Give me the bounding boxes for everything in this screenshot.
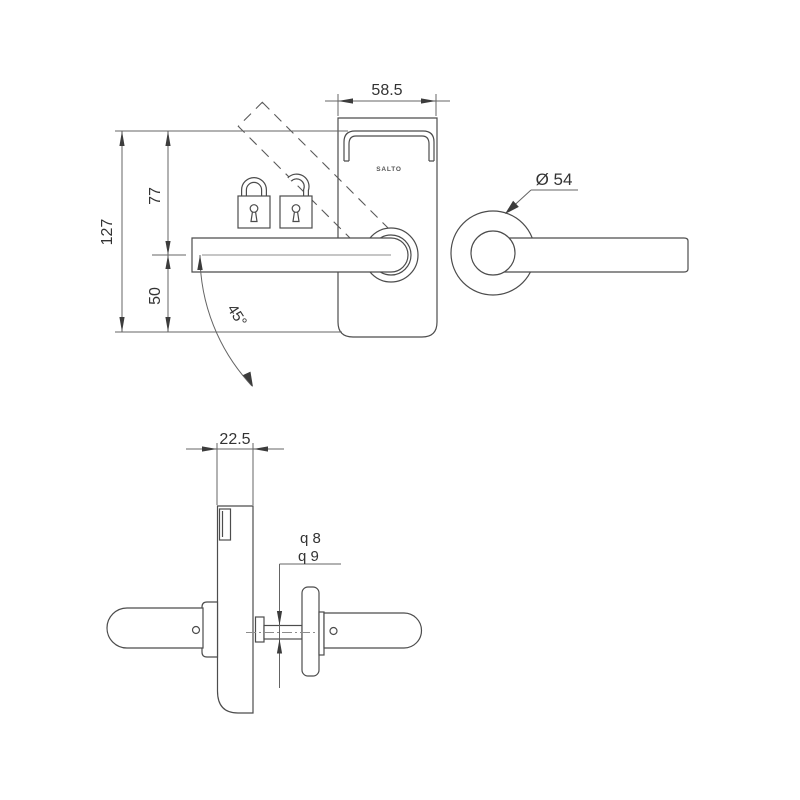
profile-view: 22.5 q 8 q 9 (106, 431, 423, 714)
dim-127-label: 127 (99, 219, 116, 246)
locked-padlock-icon (237, 177, 271, 229)
spindle-adapter (254, 616, 265, 643)
right-lever-neck (318, 611, 325, 656)
brand-logo-text: SALTO (376, 166, 401, 173)
left-screw-hole (191, 625, 201, 635)
width-dimension: 58.5 (325, 82, 450, 116)
right-screw-hole (329, 626, 338, 636)
dim-22-5-label: 22.5 (219, 431, 250, 448)
height-dimensions: 127 77 50 (99, 130, 348, 333)
top-clip-outline (343, 130, 435, 162)
body-side-profile (216, 505, 254, 714)
rose-inner-circle (470, 230, 516, 276)
rose-diameter-dimension: Ø 54 (505, 170, 578, 214)
dim-diameter-label: Ø 54 (536, 170, 573, 189)
spindle-dimension: q 8 q 9 (276, 530, 341, 688)
thickness-dimension: 22.5 (186, 431, 284, 505)
front-view: SALTO 45° (99, 82, 450, 387)
right-rose-profile (301, 586, 320, 677)
dim-77-label: 77 (147, 187, 164, 205)
left-rose-boss (201, 601, 219, 658)
left-lever-profile (106, 607, 204, 649)
rotated-lever-dashed-outline (237, 101, 405, 269)
rose-diameter-view: Ø 54 (450, 170, 689, 296)
unlocked-padlock-icon (279, 173, 313, 229)
dim-q8-label: q 8 (300, 530, 321, 547)
rotation-angle-label: 45° (223, 301, 250, 329)
clip-detail (218, 508, 232, 541)
rose-lever-outline (489, 237, 689, 273)
rotation-dimension: 45° (197, 254, 253, 387)
dim-58-5-label: 58.5 (371, 82, 402, 99)
right-lever-profile (323, 612, 423, 649)
dim-50-label: 50 (147, 287, 164, 305)
dim-q9-label: q 9 (298, 548, 319, 565)
